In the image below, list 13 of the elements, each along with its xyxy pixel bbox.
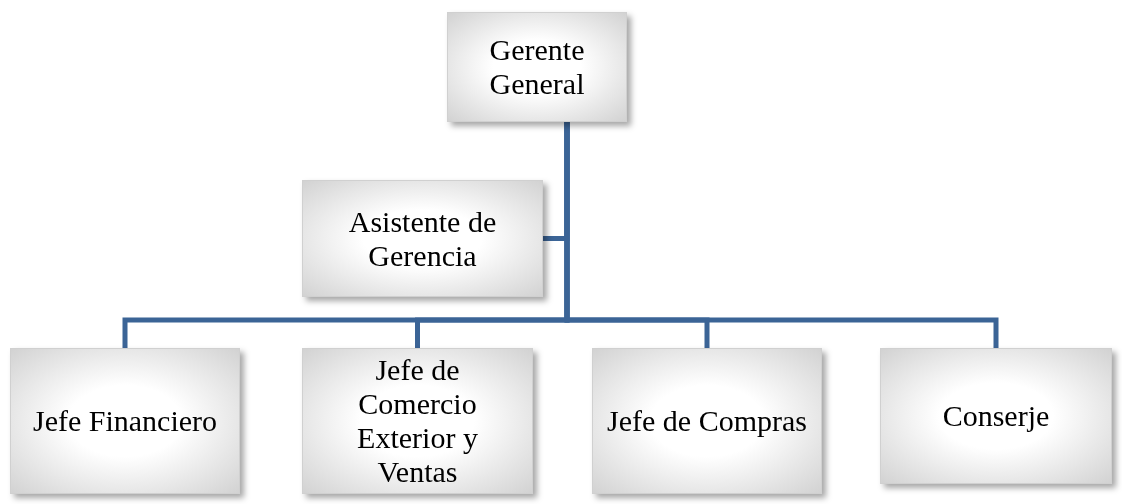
org-box: [302, 348, 533, 494]
org-box: [302, 180, 543, 297]
box-label: Jefe de Comercio Exterior y Ventas: [356, 353, 479, 489]
org-box: [10, 348, 240, 494]
connector-line: [564, 122, 999, 348]
box-label: Jefe Financiero: [32, 404, 218, 438]
org-box: [880, 348, 1112, 484]
org-box: [447, 12, 627, 122]
box-label: Conserje: [942, 399, 1050, 433]
org-box: [592, 348, 822, 494]
box-label: Asistente de Gerencia: [347, 204, 498, 273]
box-label: Gerente General: [488, 33, 586, 101]
box-label: Jefe de Compras: [607, 404, 807, 438]
